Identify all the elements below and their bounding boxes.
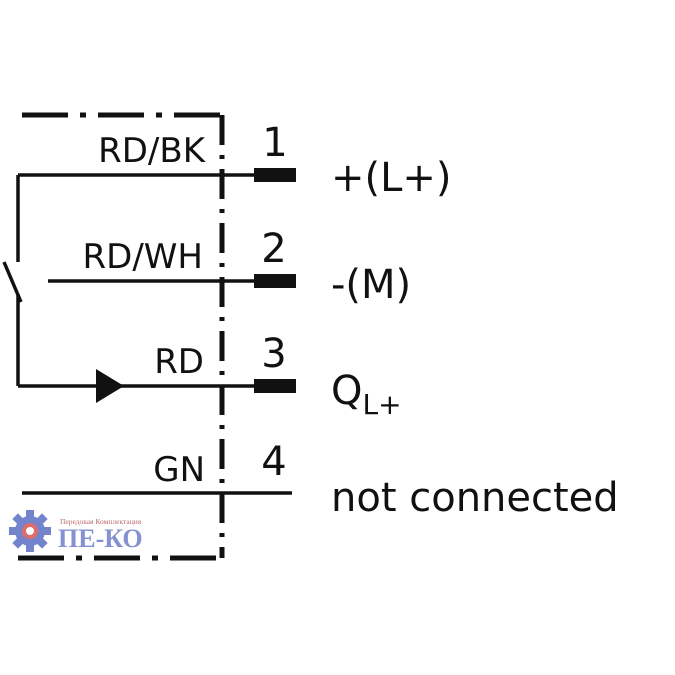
signal-label-3-main: Q [331, 368, 362, 414]
wires [2, 173, 292, 495]
watermark-tagline: Передовая Комплектация [60, 517, 142, 526]
pin-number-3: 3 [261, 331, 286, 377]
wire-label-1: RD/BK [98, 131, 207, 171]
output-arrow-icon [96, 369, 124, 403]
connector-housing-outline [18, 112, 225, 561]
signal-label-1: +(L+) [331, 155, 452, 201]
wire-label-3: RD [154, 342, 204, 382]
pin-number-4: 4 [261, 439, 286, 485]
signal-label-4: not connected [331, 475, 619, 521]
gear-icon [9, 510, 51, 552]
pin-3-contact [254, 379, 296, 393]
pin-2-contact [254, 274, 296, 288]
signal-label-3: QL+ [331, 368, 402, 421]
wire-label-2: RD/WH [83, 237, 203, 277]
signal-label-2: -(M) [331, 262, 411, 308]
signal-label-3-subscript: L+ [362, 388, 401, 421]
watermark-logo: Передовая Комплектация ПЕ-КО [9, 510, 143, 553]
pin-1-contact [254, 168, 296, 182]
pin-contacts [254, 168, 296, 393]
pin-number-1: 1 [262, 120, 287, 166]
pin-number-2: 2 [261, 226, 286, 272]
watermark-name: ПЕ-КО [58, 524, 143, 553]
wire-label-4: GN [153, 450, 205, 490]
